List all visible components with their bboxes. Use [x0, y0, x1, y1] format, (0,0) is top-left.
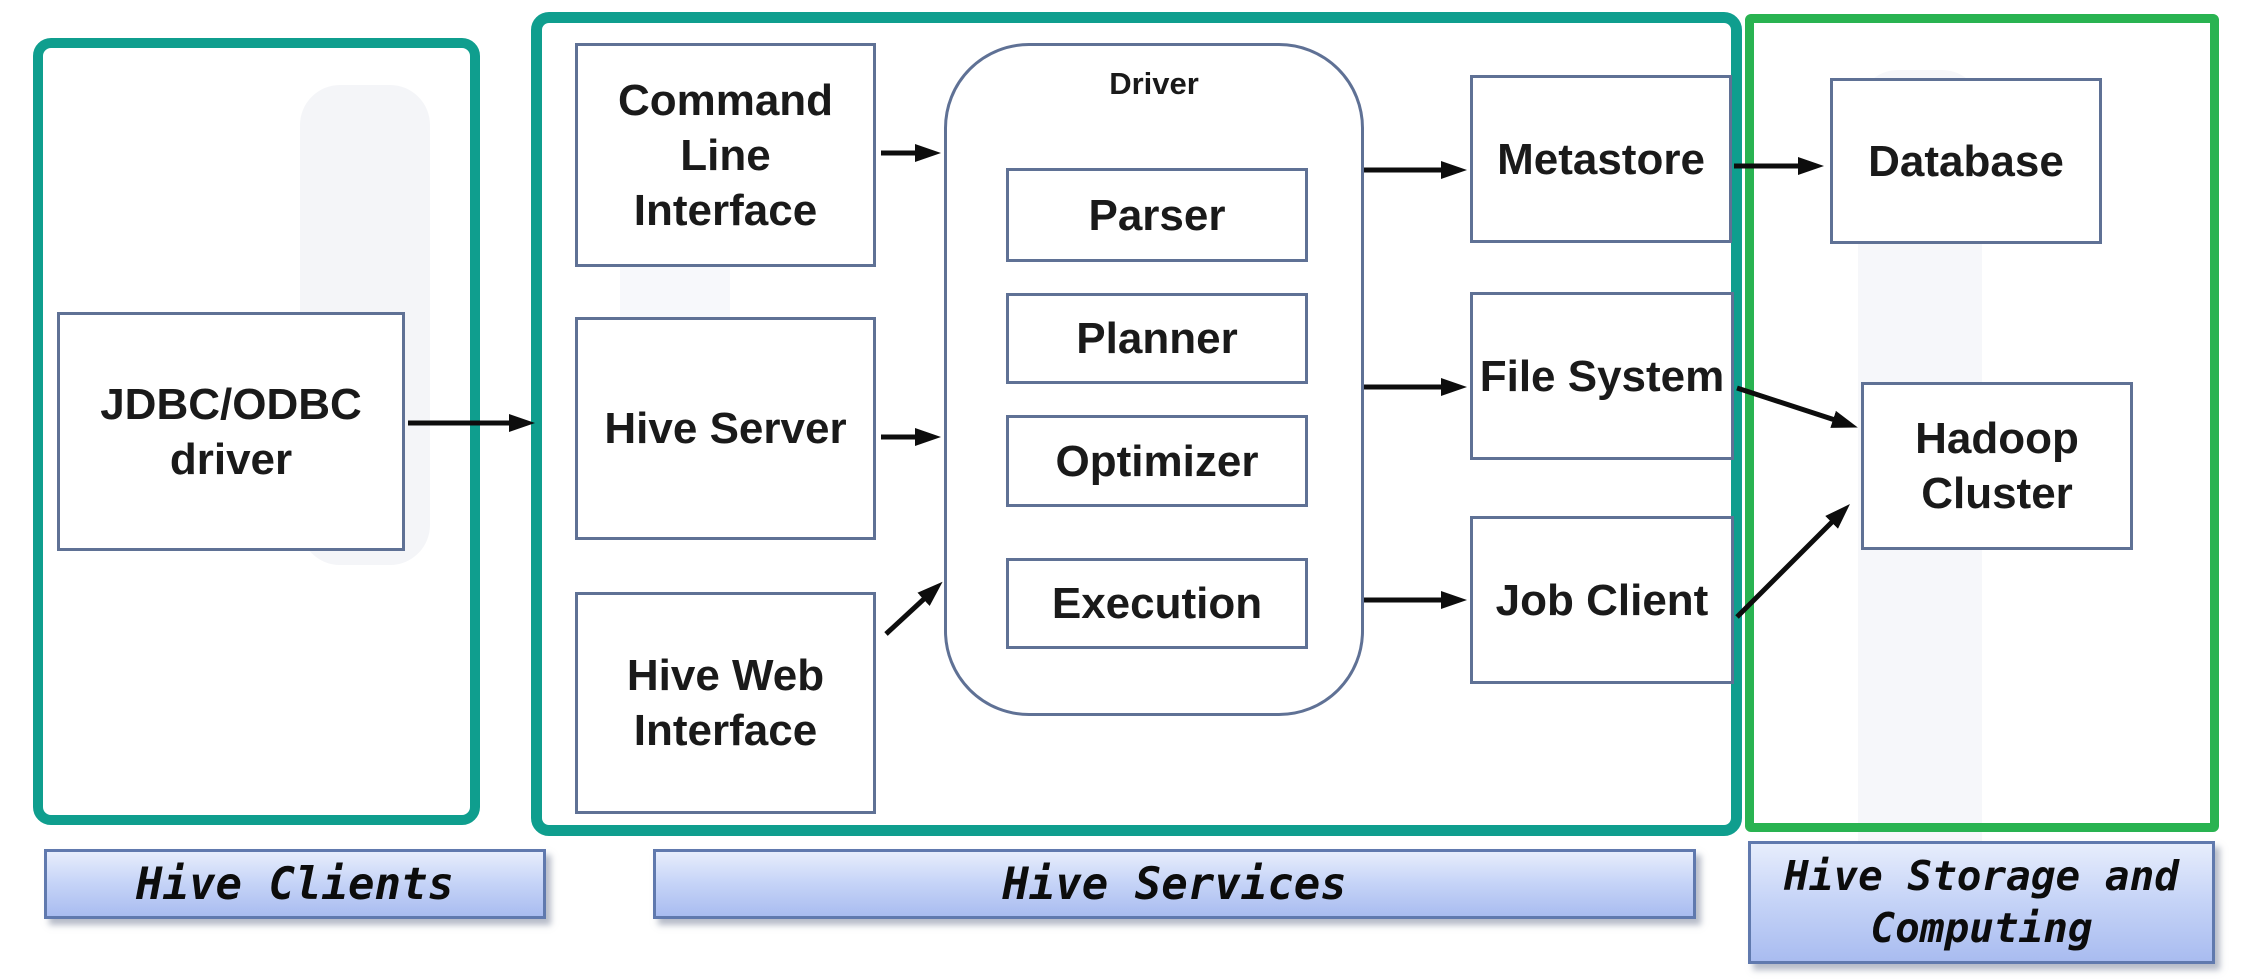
section-hive-storage-border — [1745, 14, 2219, 832]
driver-title: Driver — [1109, 66, 1199, 101]
node-hive-web-interface: Hive Web Interface — [575, 592, 876, 814]
section-hive-clients-border — [33, 38, 480, 825]
label-hive-services: Hive Services — [653, 849, 1696, 919]
node-job-client: Job Client — [1470, 516, 1734, 684]
node-jdbc-odbc-driver: JDBC/ODBC driver — [57, 312, 405, 551]
node-hadoop-cluster: Hadoop Cluster — [1861, 382, 2133, 550]
node-command-line-interface: Command Line Interface — [575, 43, 876, 267]
label-hive-clients: Hive Clients — [44, 849, 546, 919]
node-execution: Execution — [1006, 558, 1308, 649]
node-parser: Parser — [1006, 168, 1308, 262]
node-database: Database — [1830, 78, 2102, 244]
node-hive-server: Hive Server — [575, 317, 876, 540]
section-hive-services-border — [531, 12, 1742, 836]
node-planner: Planner — [1006, 293, 1308, 384]
label-hive-storage-and-computing: Hive Storage and Computing — [1748, 841, 2215, 964]
node-optimizer: Optimizer — [1006, 415, 1308, 507]
node-metastore: Metastore — [1470, 75, 1732, 243]
node-file-system: File System — [1470, 292, 1734, 460]
